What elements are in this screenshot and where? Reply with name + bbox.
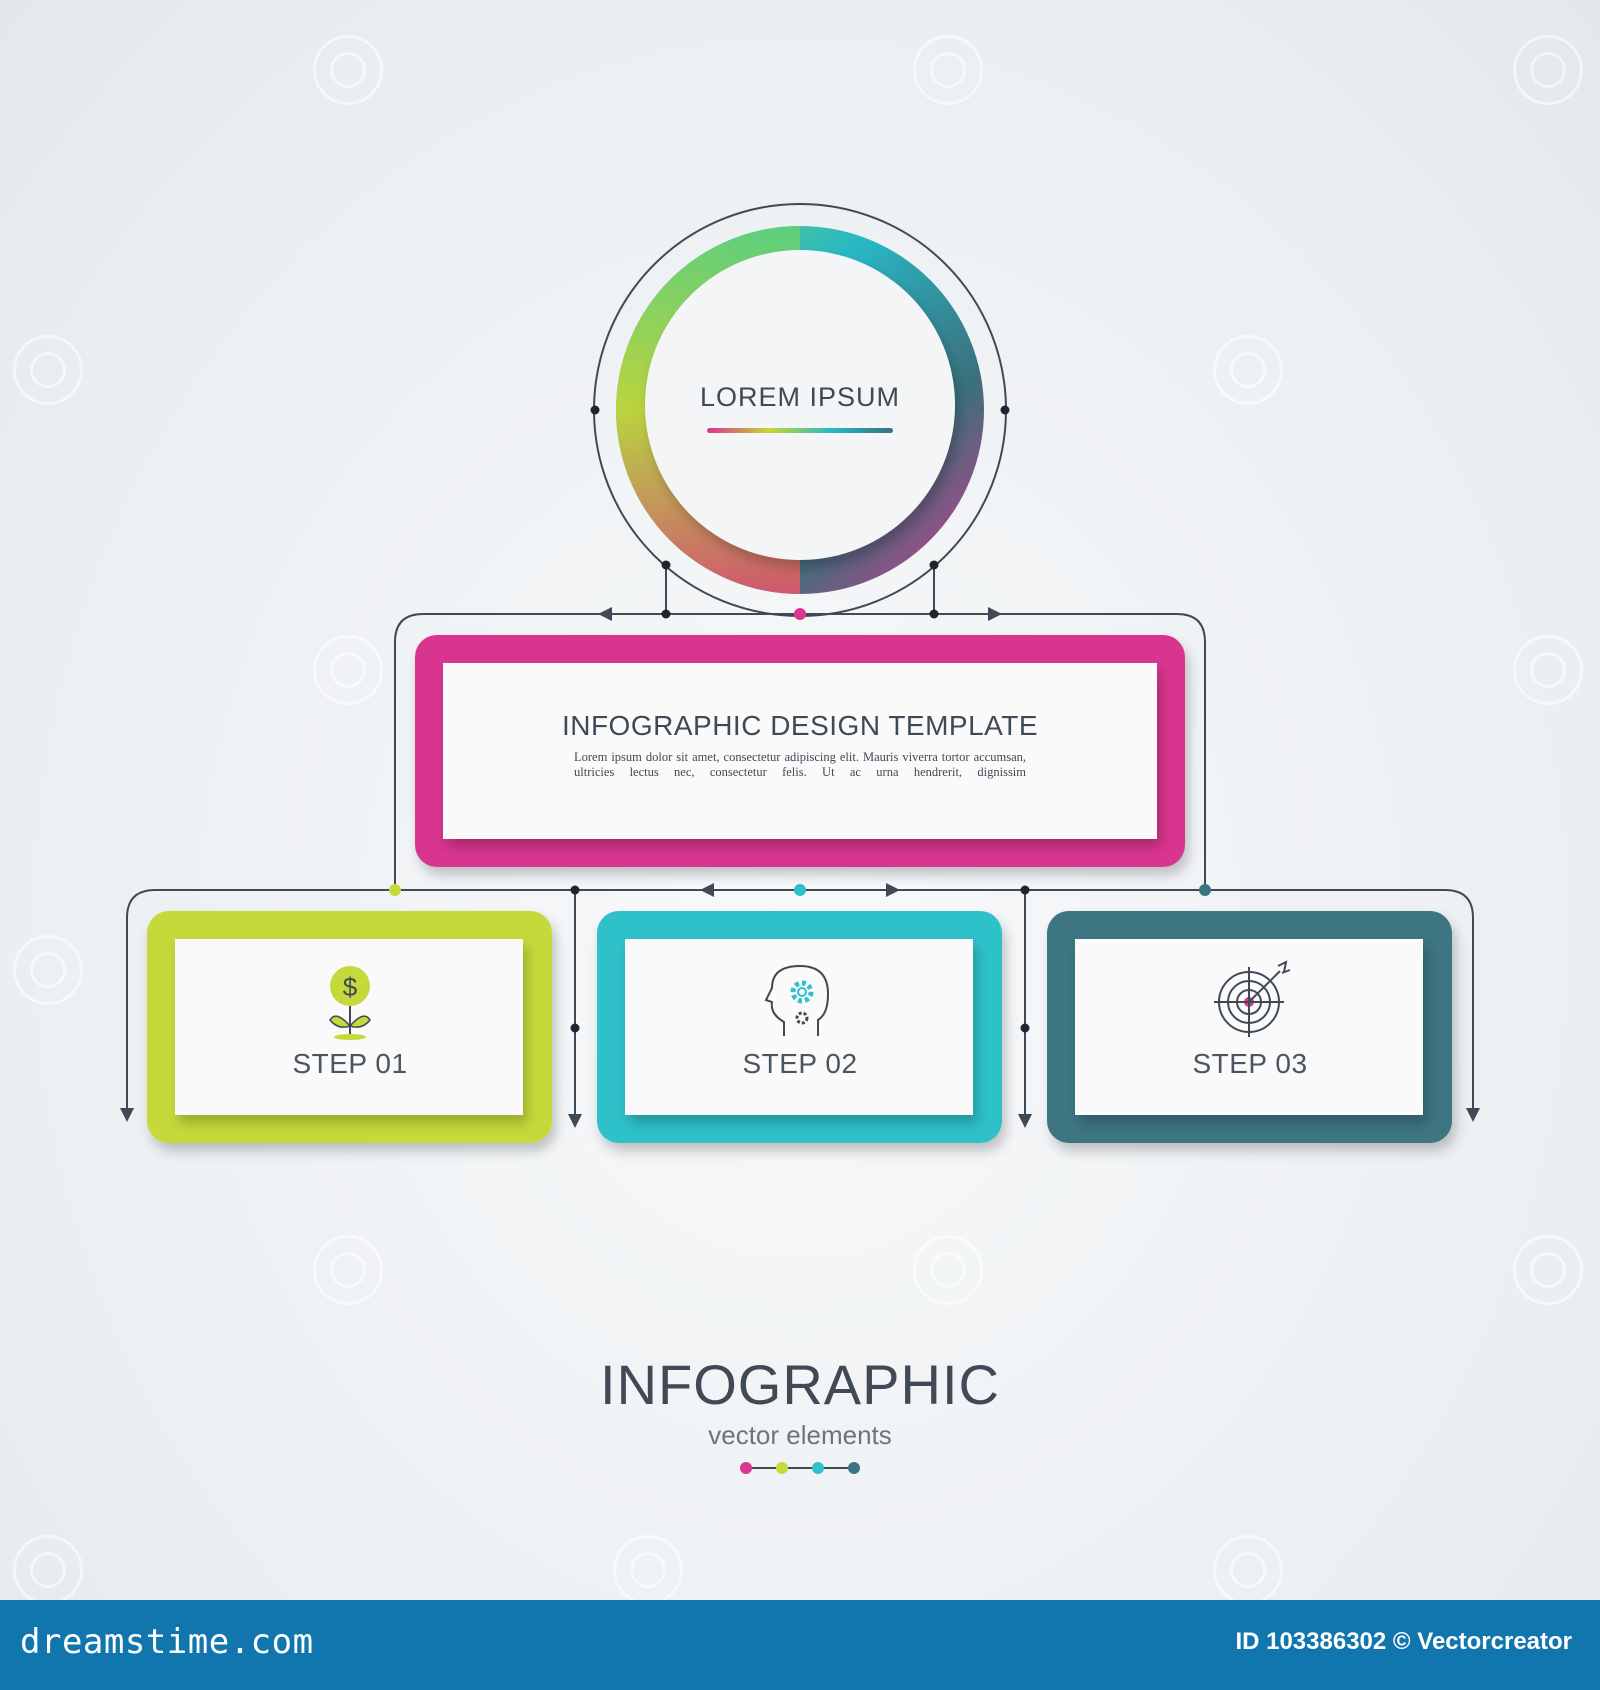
watermark-swirl-icon <box>13 935 83 1005</box>
arrow-down-icon <box>568 1114 582 1128</box>
step-2-card <box>625 939 973 1115</box>
arrow-right-icon <box>988 607 1002 621</box>
watermark-swirl-icon <box>313 35 383 105</box>
connector-node <box>570 885 580 895</box>
watermark-swirl-icon <box>1513 635 1583 705</box>
connector-node-teal <box>1199 884 1211 896</box>
step-2-label: STEP 02 <box>742 1048 858 1079</box>
watermark-swirl-icon <box>1513 1235 1583 1305</box>
footer-dot-cyan <box>812 1462 824 1474</box>
watermark-brand: dreamstime.com <box>20 1622 314 1662</box>
connector-node-lime <box>389 884 401 896</box>
footer-dot-lime <box>776 1462 788 1474</box>
arrow-down-icon <box>1466 1108 1480 1122</box>
connector-node <box>1020 885 1030 895</box>
main-box-title: INFOGRAPHIC DESIGN TEMPLATE <box>561 710 1039 741</box>
connector-node <box>661 560 671 570</box>
connector-node <box>929 609 939 619</box>
watermark-swirl-icon <box>913 1235 983 1305</box>
connector-node <box>1020 1023 1030 1033</box>
footer-title: INFOGRAPHIC <box>600 1353 1000 1416</box>
hub-disk <box>645 250 955 560</box>
watermark-swirl-icon <box>913 35 983 105</box>
money-plant-icon: $ <box>329 966 371 1040</box>
arrow-right-icon <box>886 883 900 897</box>
connector-node <box>929 560 939 570</box>
step-3-label: STEP 03 <box>1192 1048 1308 1079</box>
arrow-left-icon <box>700 883 714 897</box>
footer-subtitle: vector elements <box>708 1420 892 1450</box>
hub-underline <box>707 428 893 433</box>
footer-dot-magenta <box>740 1462 752 1474</box>
watermark-credit: ID 103386302 © Vectorcreator <box>1235 1628 1572 1655</box>
connector-node-cyan <box>794 884 806 896</box>
main-box-card <box>443 663 1157 839</box>
footer-dot-teal <box>848 1462 860 1474</box>
watermark-swirl-icon <box>313 1235 383 1305</box>
target-arrow-icon <box>1214 960 1291 1037</box>
connector-node-center <box>794 608 806 620</box>
watermark-swirl-icon <box>1213 335 1283 405</box>
arrow-down-icon <box>120 1108 134 1122</box>
watermark-swirl-icon <box>13 335 83 405</box>
hub-title: LOREM IPSUM <box>699 382 901 412</box>
connector-node <box>661 609 671 619</box>
watermark-swirl-icon <box>313 635 383 705</box>
hub-node-right <box>1000 405 1010 415</box>
main-box-body: Lorem ipsum dolor sit amet, consectetur … <box>574 750 1026 779</box>
watermark-footer-bar: dreamstime.com ID 103386302 © Vectorcrea… <box>0 1600 1600 1690</box>
head-gears-icon <box>764 964 830 1036</box>
step-1-label: STEP 01 <box>292 1048 408 1079</box>
connector-node <box>570 1023 580 1033</box>
watermark-swirl-icon <box>1513 35 1583 105</box>
arrow-left-icon <box>598 607 612 621</box>
arrow-down-icon <box>1018 1114 1032 1128</box>
hub-node-left <box>590 405 600 415</box>
svg-text:$: $ <box>343 972 358 1002</box>
